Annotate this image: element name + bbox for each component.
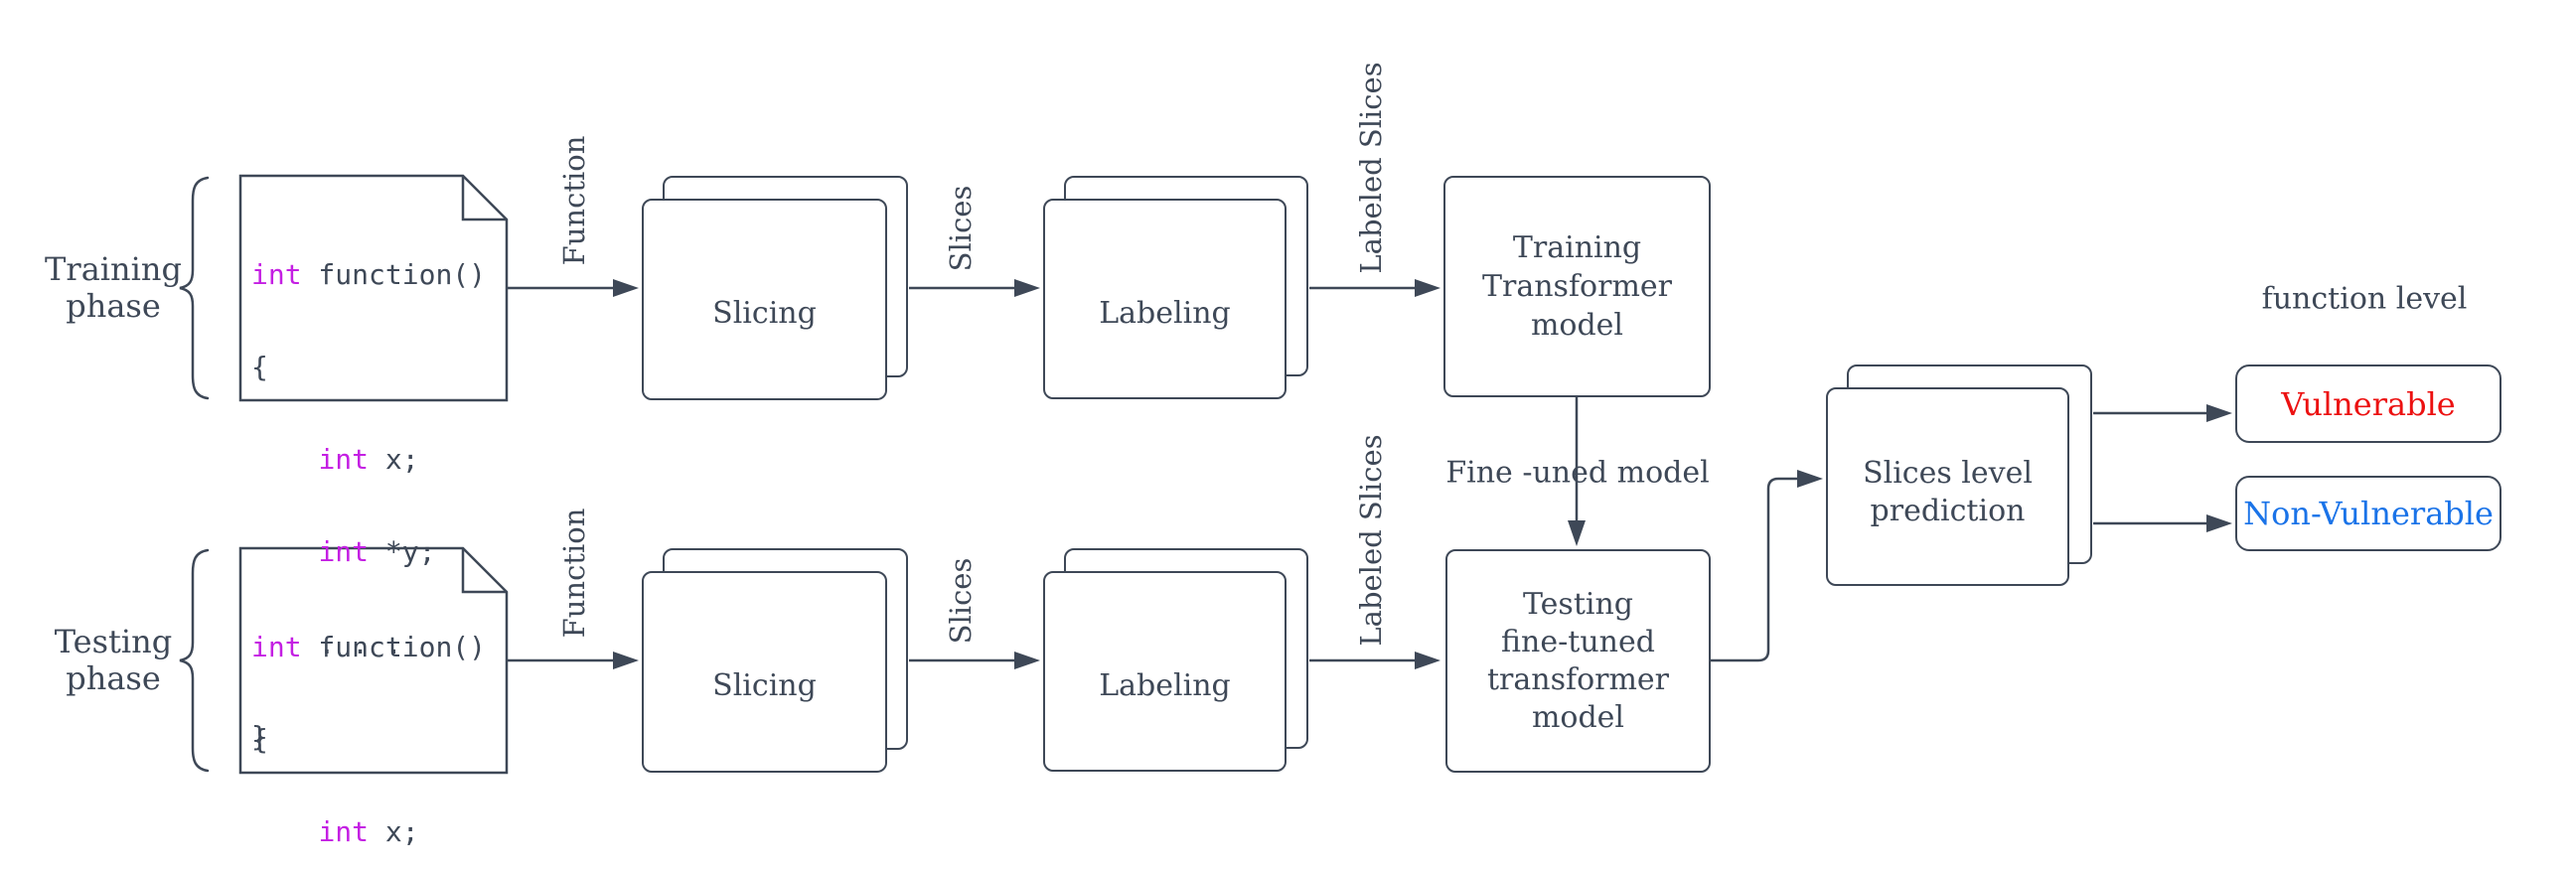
arrowhead — [613, 652, 639, 669]
arrowhead — [1014, 279, 1040, 297]
labeled-slices-arrow-label-training: Labeled Slices — [1354, 62, 1388, 274]
code-line: { — [251, 351, 268, 383]
testing-transformer-model-box: Testing fine-tuned transformer model — [1445, 549, 1711, 773]
labeling-box-training: Labeling — [1043, 199, 1287, 399]
code-line: int x; — [318, 815, 419, 848]
slices-arrow-label-testing: Slices — [944, 557, 978, 645]
training-code-file-fold — [461, 176, 507, 221]
training-phase-label: Training phase — [45, 250, 182, 325]
code-line: int function() — [251, 258, 487, 291]
slicing-box-testing: Slicing — [642, 571, 887, 773]
testing-phase-brace — [179, 548, 210, 773]
code-line: int function() — [251, 631, 487, 663]
testing-phase-label: Testing phase — [54, 623, 173, 697]
arrowhead — [1014, 652, 1040, 669]
arrowhead — [1415, 279, 1440, 297]
function-level-label: function level — [2261, 281, 2468, 317]
testing-code-file-fold — [461, 548, 507, 594]
training-phase-brace — [179, 176, 210, 400]
vulnerable-box: Vulnerable — [2235, 364, 2501, 443]
training-transformer-model-box: Training Transformer model — [1443, 176, 1711, 397]
arrowhead-down — [1568, 520, 1586, 546]
non-vulnerable-box: Non-Vulnerable — [2235, 476, 2501, 551]
testing-code-file — [238, 546, 509, 775]
arrowhead — [2206, 404, 2232, 422]
slices-prediction-box: Slices level prediction — [1826, 387, 2069, 586]
slicing-box-training: Slicing — [642, 199, 887, 400]
testing-code-snippet: int function() { int x; int *y; . . . } — [251, 570, 486, 872]
arrowhead — [1797, 470, 1823, 488]
code-line: int x; — [318, 443, 419, 476]
code-line: } — [251, 720, 268, 753]
arrowhead — [2206, 514, 2232, 532]
training-code-file — [238, 174, 509, 402]
code-line: . . . — [318, 628, 402, 660]
code-line: { — [251, 723, 268, 756]
arrowhead — [1415, 652, 1440, 669]
arrowhead — [613, 279, 639, 297]
elbow-testing-to-prediction — [1711, 477, 1797, 662]
function-arrow-label-testing: Function — [557, 508, 591, 639]
slices-arrow-label-training: Slices — [944, 185, 978, 272]
labeling-box-testing: Labeling — [1043, 571, 1287, 772]
training-code-snippet: int function() { int x; int *y; . . . } — [251, 198, 486, 813]
fine-tuned-model-label: Fine -uned model — [1445, 455, 1710, 491]
function-arrow-label-training: Function — [557, 135, 591, 266]
labeled-slices-arrow-label-testing: Labeled Slices — [1354, 434, 1388, 647]
code-line: int *y; — [318, 535, 436, 568]
